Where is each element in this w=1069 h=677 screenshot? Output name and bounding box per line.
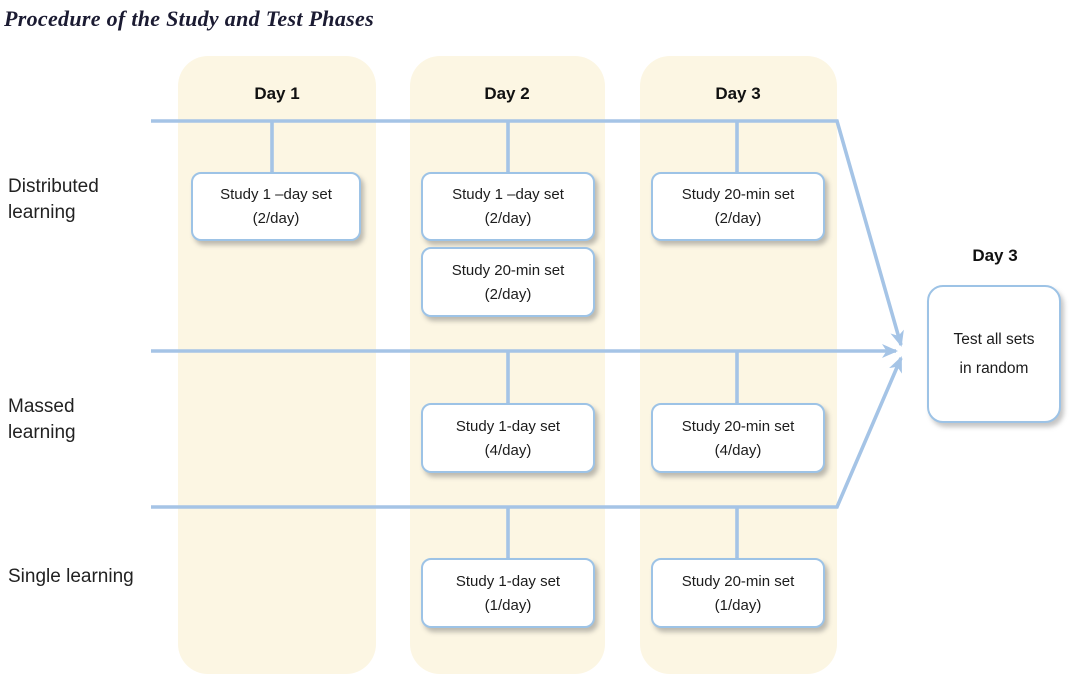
study-box-title: Study 20-min set [681, 186, 795, 203]
day1-column-band [178, 56, 376, 674]
study-box-title: Study 1-day set [455, 417, 561, 435]
study-box-frequency: (4/day) [484, 441, 532, 459]
study-box-title: Study 20-min set [681, 572, 795, 590]
figure-title: Procedure of the Study and Test Phases [4, 6, 374, 31]
study-box-massed-day2: Study 1-day set (4/day) [421, 403, 595, 473]
row-label-distributed-learning: Distributed learning [8, 176, 99, 223]
test-box-line2: in random [959, 359, 1029, 377]
study-box-title: Study 1 –day set [220, 186, 332, 203]
study-box-massed-day3: Study 20-min set (4/day) [651, 403, 825, 473]
day1-header: Day 1 [254, 84, 300, 103]
study-box-frequency: (2/day) [484, 210, 532, 227]
study-box-distributed-day1: Study 1 –day set (2/day) [191, 172, 361, 241]
study-box-frequency: (2/day) [714, 210, 762, 227]
study-box-frequency: (4/day) [714, 441, 762, 459]
study-box-single-day3: Study 20-min set (1/day) [651, 558, 825, 628]
row-label-massed-learning: Massed learning [8, 396, 76, 443]
study-box-single-day2: Study 1-day set (1/day) [421, 558, 595, 628]
row-label-single-learning: Single learning [8, 566, 134, 587]
test-box-line1: Test all sets [953, 330, 1035, 348]
study-box-title: Study 1-day set [455, 572, 561, 590]
study-box-distributed-day2-second: Study 20-min set (2/day) [421, 247, 595, 317]
study-box-distributed-day3: Study 20-min set (2/day) [651, 172, 825, 241]
day3-header: Day 3 [715, 84, 761, 103]
test-box: Test all sets in random [927, 285, 1061, 423]
study-box-title: Study 20-min set [451, 261, 565, 279]
study-box-frequency: (2/day) [252, 210, 300, 227]
study-box-frequency: (1/day) [484, 596, 532, 614]
study-box-distributed-day2-first: Study 1 –day set (2/day) [421, 172, 595, 241]
study-box-frequency: (1/day) [714, 596, 762, 614]
study-box-frequency: (2/day) [484, 285, 532, 303]
study-box-title: Study 1 –day set [452, 186, 564, 203]
day2-header: Day 2 [484, 84, 530, 103]
test-day3-header: Day 3 [972, 246, 1018, 265]
study-box-title: Study 20-min set [681, 417, 795, 435]
